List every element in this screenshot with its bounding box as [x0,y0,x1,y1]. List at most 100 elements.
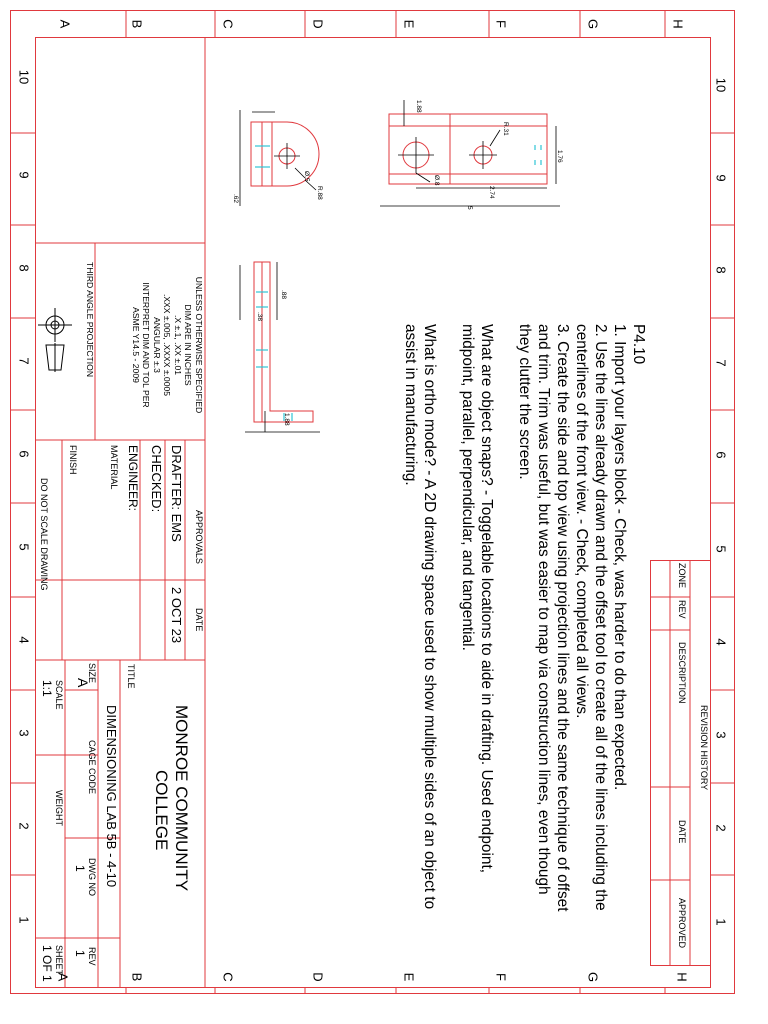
zone-row-label: 8 [713,266,729,274]
dimension-label: 1.88 [283,413,290,426]
dimension-label: R.88 [316,186,323,200]
zone-row-label: 1 [713,918,729,926]
drafter-field: DRAFTER: EMS [169,445,184,542]
lab-notes: P4.10 1. Import your layers block - Chec… [401,324,648,924]
date-header: DATE [194,608,204,632]
projection-label: THIRD ANGLE PROJECTION [85,262,95,378]
approvals-header: APPROVALS [194,510,204,564]
inner-border [35,37,711,988]
zone-row-label: 5 [16,543,32,551]
zone-column-label: F [493,973,509,981]
tolerance-line: .X ±.1, .XX ±.01 [173,314,183,376]
third-angle-projection-symbol [38,308,72,372]
zone-row-label: 4 [16,636,32,644]
zone-column-label: G [585,971,601,983]
zone-row-label: 10 [16,69,32,85]
revision-column-rev: REV [677,600,687,619]
zone-row-label: 3 [16,729,32,737]
tolerance-line: INTERPRET DIM AND TOL PER [141,282,152,408]
finish-field: FINISH [68,445,78,475]
zone-row-label: 4 [713,638,729,646]
dimension-label: 2.74 [488,186,495,199]
zone-column-label: D [310,19,326,29]
question-ortho-mode: What is ortho mode? - A 2D drawing space… [402,324,438,910]
note-item: 1. Import your layers block - Check, was… [611,324,628,791]
dimension-label: 5 [466,206,473,210]
revision-column-description: DESCRIPTION [677,642,687,704]
zone-row-label: 9 [16,171,32,179]
do-not-scale-note: DO NOT SCALE DRAWING [39,478,49,591]
zone-row-label: 9 [713,174,729,182]
size-value: A [75,678,91,688]
zone-column-label: E [401,972,417,982]
zone-column-label: C [220,972,236,982]
zone-column-label: H [670,19,686,29]
notes-heading: P4.10 [630,324,647,365]
revision-column-zone: ZONE [677,563,687,589]
dimension-label: .38 [256,312,263,322]
rev-value: 1 [73,950,87,957]
note-item: 2. Use the lines already drawn and the o… [573,324,609,911]
scale-label: SCALE [54,680,64,710]
zone-column-label: C [220,19,236,29]
scale-value: 1:1 [40,680,54,697]
tolerance-line: UNLESS OTHERWISE SPECIFIED [194,276,204,414]
zone-column-label: G [585,18,601,30]
dimension-label: 1.88 [415,100,422,113]
company-name-line2: COLLEGE [152,770,171,851]
title-label: TITLE [126,664,136,689]
outer-border [10,10,735,994]
zone-row-label: 1 [16,916,32,924]
tolerance-line: ANGULAR ±.3 [152,317,162,373]
zone-row-label: 7 [16,357,32,365]
dimension-label: .62 [232,194,239,204]
zone-column-label: D [310,972,326,982]
top-view [380,100,560,207]
zone-row-label: 3 [713,731,729,739]
zone-column-label: B [129,19,145,29]
question-object-snaps: What are object snaps? - Toggelable loca… [459,324,495,873]
zone-column-label: E [401,19,417,29]
revision-column-approved: APPROVED [677,898,687,949]
dwg-no-label: DWG NO [87,858,97,896]
revision-history-title: REVISION HISTORY [699,705,709,791]
cage-code-label: CAGE CODE [87,740,97,795]
zone-column-label: B [129,972,145,982]
zone-row-label: 6 [16,450,32,458]
checked-field: CHECKED: [149,445,164,513]
zone-row-label: 5 [713,545,729,553]
company-name: MONROE COMMUNITY [172,705,191,892]
side-view [239,261,320,433]
dimension-label: 1.76 [556,150,563,163]
zone-row-label: 2 [713,824,729,832]
drawing-title: DIMENSIONING LAB 5B - 4-10 [104,705,119,888]
tolerance-line: ASME Y14.5 - 2009 [131,307,141,383]
dimension-label: Ø.8 [433,175,440,186]
drafter-date: 2 OCT 23 [169,587,184,644]
zone-column-label: F [493,20,509,28]
sheet-value: 1 OF 1 [40,945,54,982]
note-item: 3. Create the side and top view using pr… [516,324,571,912]
tolerance-block: UNLESS OTHERWISE SPECIFIED DIM ARE IN IN… [131,250,204,440]
dimension-label: Ø.5 [303,171,310,182]
zone-row-label: 6 [713,451,729,459]
dwg-no-value: 1 [73,865,87,872]
zone-column-label: A [57,19,73,29]
zone-row-label: 2 [16,822,32,830]
zone-row-label: 8 [16,264,32,272]
engineer-field: ENGINEER: [126,445,140,512]
revision-column-date: DATE [677,820,687,844]
dimension-label: .88 [280,290,287,300]
sheet-label: SHEET [54,945,64,976]
tolerance-line: .XXX ±.005, .XXXX ±.0005 [162,293,173,397]
material-field: MATERIAL [109,445,119,490]
weight-label: WEIGHT [54,790,64,826]
dimension-label: R.31 [502,122,509,136]
zone-column-label: H [674,972,690,982]
zone-row-label: 7 [713,359,729,367]
zone-row-label: 10 [713,77,729,93]
tolerance-line: DIM ARE IN INCHES [183,304,194,386]
front-view [239,110,320,206]
